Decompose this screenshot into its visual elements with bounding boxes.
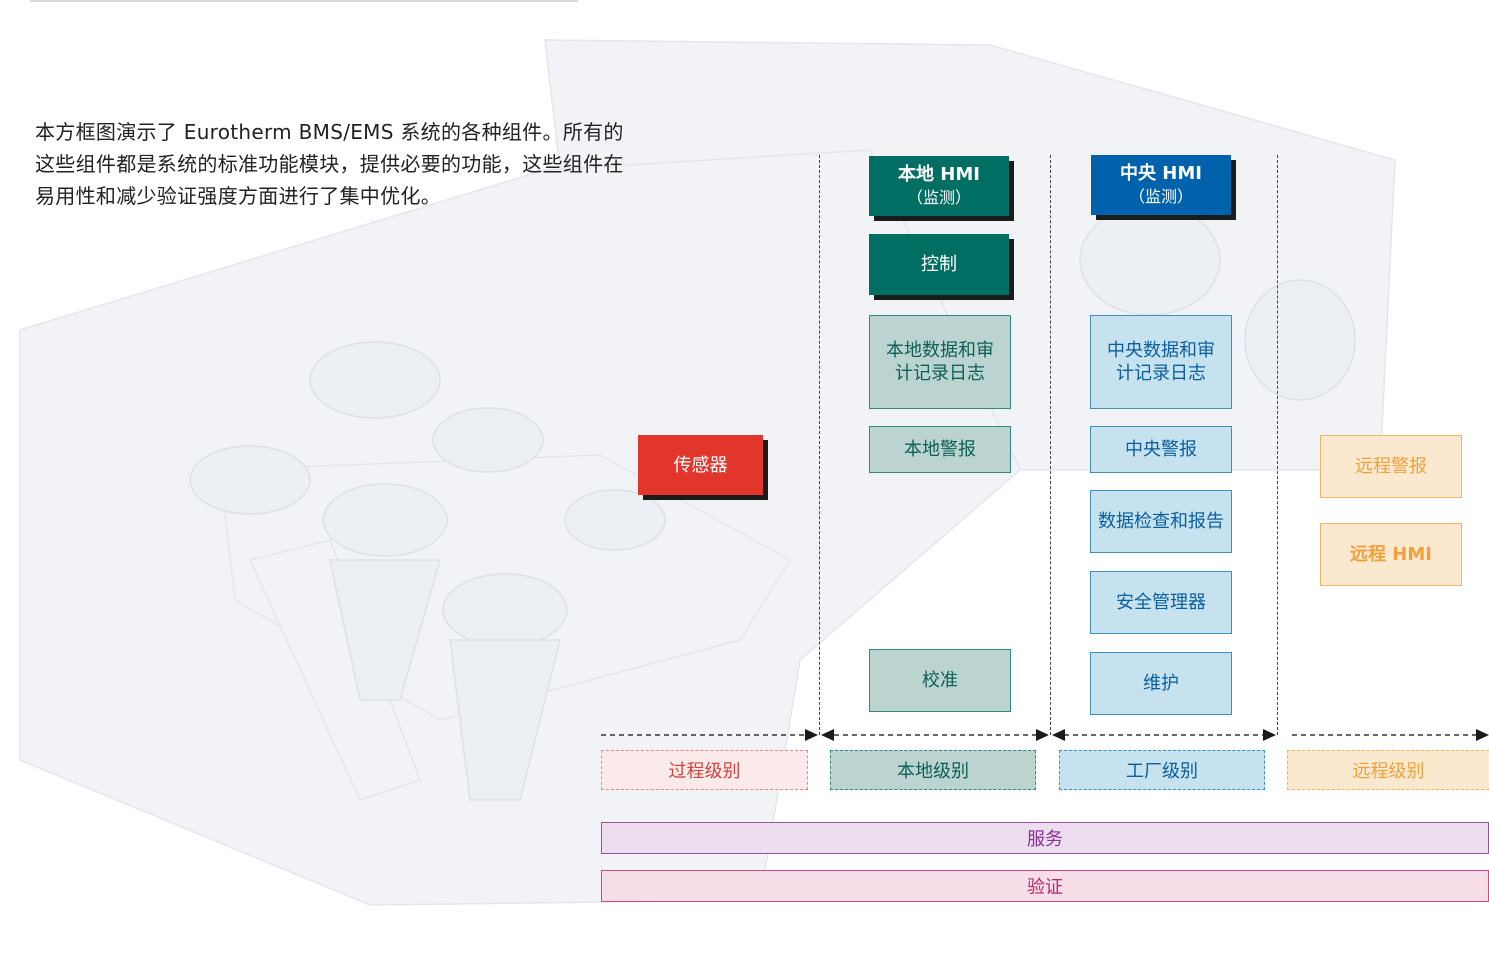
level-process: 过程级别 <box>601 750 808 790</box>
local-hmi-title: 本地 HMI <box>898 164 980 185</box>
level-local: 本地级别 <box>830 750 1036 790</box>
central-data-box: 中央数据和审 计记录日志 <box>1090 315 1232 409</box>
central-alarm-box: 中央警报 <box>1090 426 1232 473</box>
level-plant: 工厂级别 <box>1059 750 1265 790</box>
local-hmi-box: 本地 HMI （监测） <box>869 156 1009 216</box>
top-rule <box>30 0 578 2</box>
separator-local-plant <box>1050 155 1051 735</box>
validation-band: 验证 <box>601 870 1489 902</box>
remote-hmi-box: 远程 HMI <box>1320 523 1462 586</box>
data-review-box: 数据检查和报告 <box>1090 490 1232 553</box>
service-band: 服务 <box>601 822 1489 854</box>
central-hmi-sub: （监测） <box>1128 187 1193 206</box>
separator-plant-remote <box>1277 155 1278 735</box>
separator-process-local <box>819 155 820 735</box>
remote-alarm-box: 远程警报 <box>1320 435 1462 498</box>
level-remote: 远程级别 <box>1287 750 1489 790</box>
central-hmi-box: 中央 HMI （监测） <box>1091 155 1231 215</box>
local-hmi-sub: （监测） <box>906 188 971 207</box>
local-alarm-box: 本地警报 <box>869 426 1011 473</box>
maintenance-box: 维护 <box>1090 652 1232 715</box>
control-box: 控制 <box>869 234 1009 295</box>
calibration-box: 校准 <box>869 649 1011 712</box>
security-manager-box: 安全管理器 <box>1090 571 1232 634</box>
local-data-box: 本地数据和审 计记录日志 <box>869 315 1011 409</box>
central-hmi-title: 中央 HMI <box>1120 163 1202 184</box>
sensor-box: 传感器 <box>638 435 763 495</box>
intro-text: 本方框图演示了 Eurotherm BMS/EMS 系统的各种组件。所有的这些组… <box>35 120 624 208</box>
